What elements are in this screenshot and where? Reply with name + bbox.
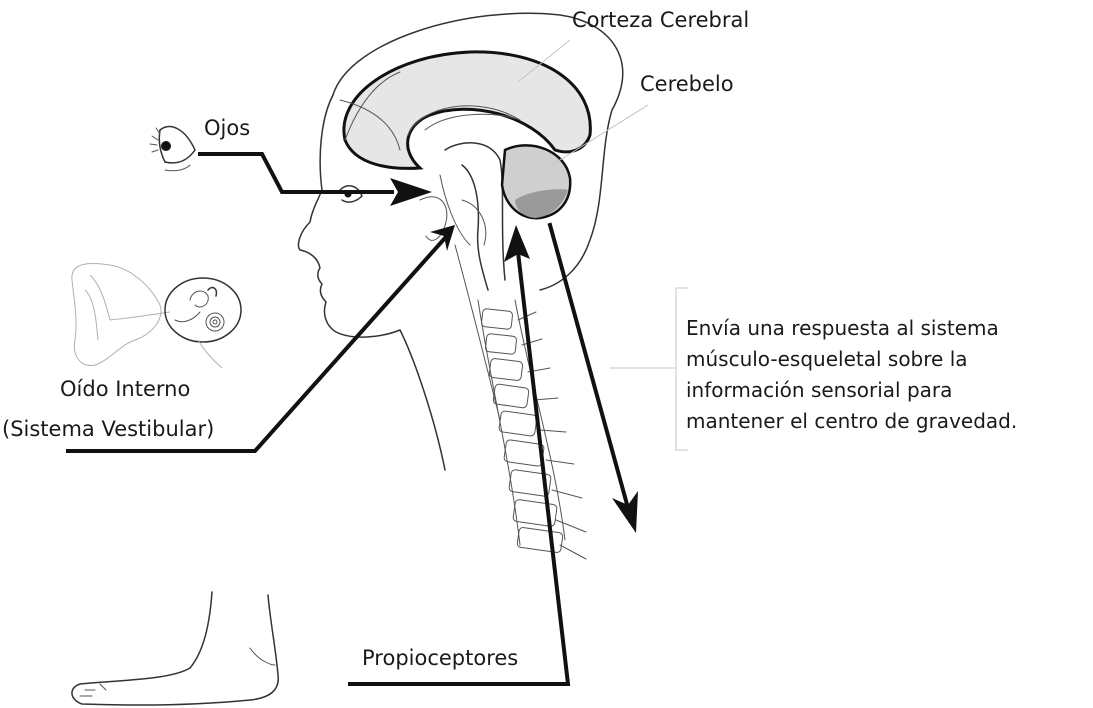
description-text: Envía una respuesta al sistema músculo-e… <box>686 313 1017 437</box>
eye-icon <box>150 127 195 171</box>
proprioceptors-arrow <box>350 225 568 684</box>
response-arrow <box>550 225 638 533</box>
label-oido-interno: Oído Interno <box>60 377 190 401</box>
label-cerebelo: Cerebelo <box>640 72 734 96</box>
description-line: información sensorial para <box>686 375 1017 406</box>
description-line: Envía una respuesta al sistema <box>686 313 1017 344</box>
label-corteza-cerebral: Corteza Cerebral <box>572 8 749 32</box>
description-line: músculo-esqueletal sobre la <box>686 344 1017 375</box>
foot-illustration <box>72 592 278 705</box>
cerebellum-illustration <box>502 145 570 218</box>
label-ojos: Ojos <box>204 116 250 140</box>
label-sistema-vestibular: (Sistema Vestibular) <box>2 417 214 441</box>
label-propioceptores: Propioceptores <box>362 646 518 670</box>
description-bracket <box>610 288 688 450</box>
inner-ear-illustration <box>72 264 241 368</box>
description-line: mantener el centro de gravedad. <box>686 406 1017 437</box>
spine-illustration <box>478 300 586 559</box>
